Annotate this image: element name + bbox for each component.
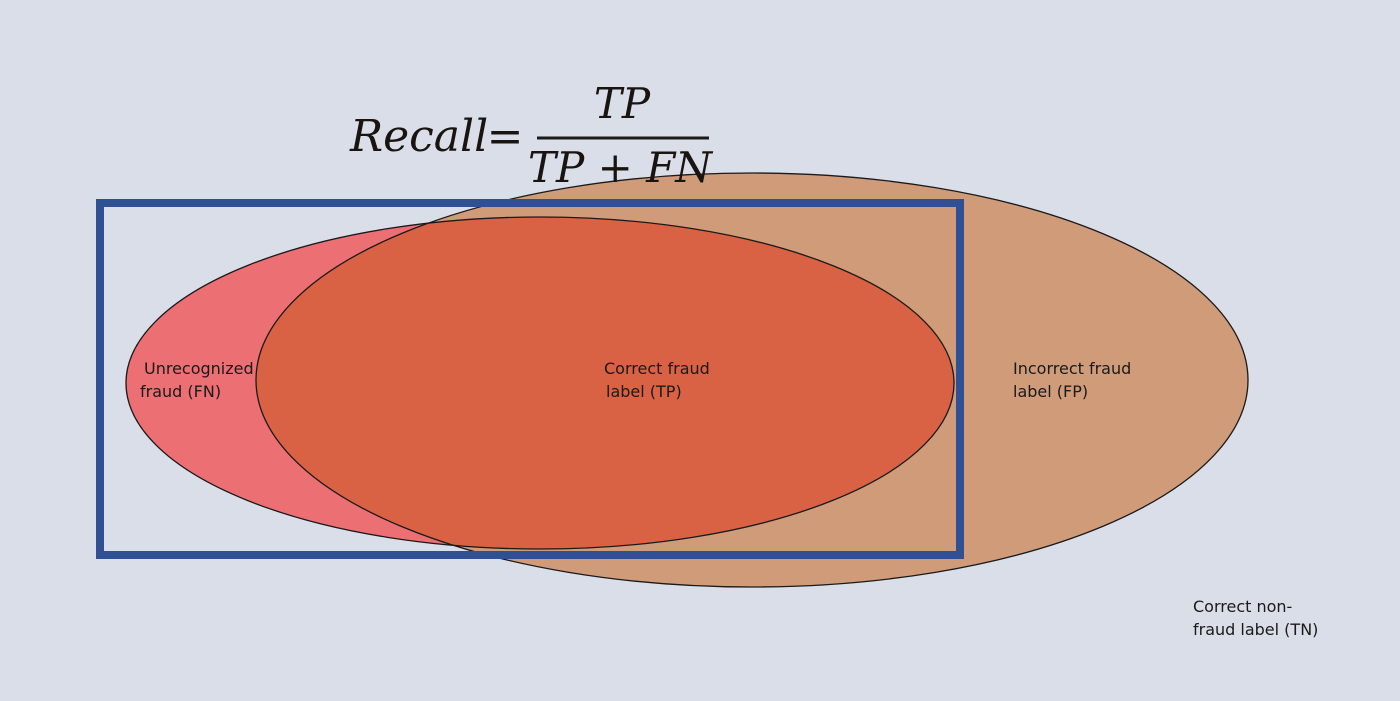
recall-formula: Recall = TP TP + FN (349, 79, 713, 192)
label-false-positive: Incorrect fraud label (FP) (1013, 359, 1136, 401)
formula-denominator: TP + FN (528, 143, 713, 192)
formula-lhs: Recall (349, 111, 488, 162)
formula-equals: = (487, 111, 524, 162)
label-false-negative: Unrecognized fraud (FN) (140, 359, 259, 401)
overlap-region (256, 217, 954, 549)
predicted-fraud-outline (255, 217, 954, 549)
formula-numerator: TP (594, 79, 651, 128)
label-true-negative: Correct non- fraud label (TN) (1193, 597, 1318, 639)
actual-fraud-outline (125, 216, 955, 550)
recall-frame (96, 199, 964, 559)
label-true-positive: Correct fraud label (TP) (604, 359, 715, 401)
